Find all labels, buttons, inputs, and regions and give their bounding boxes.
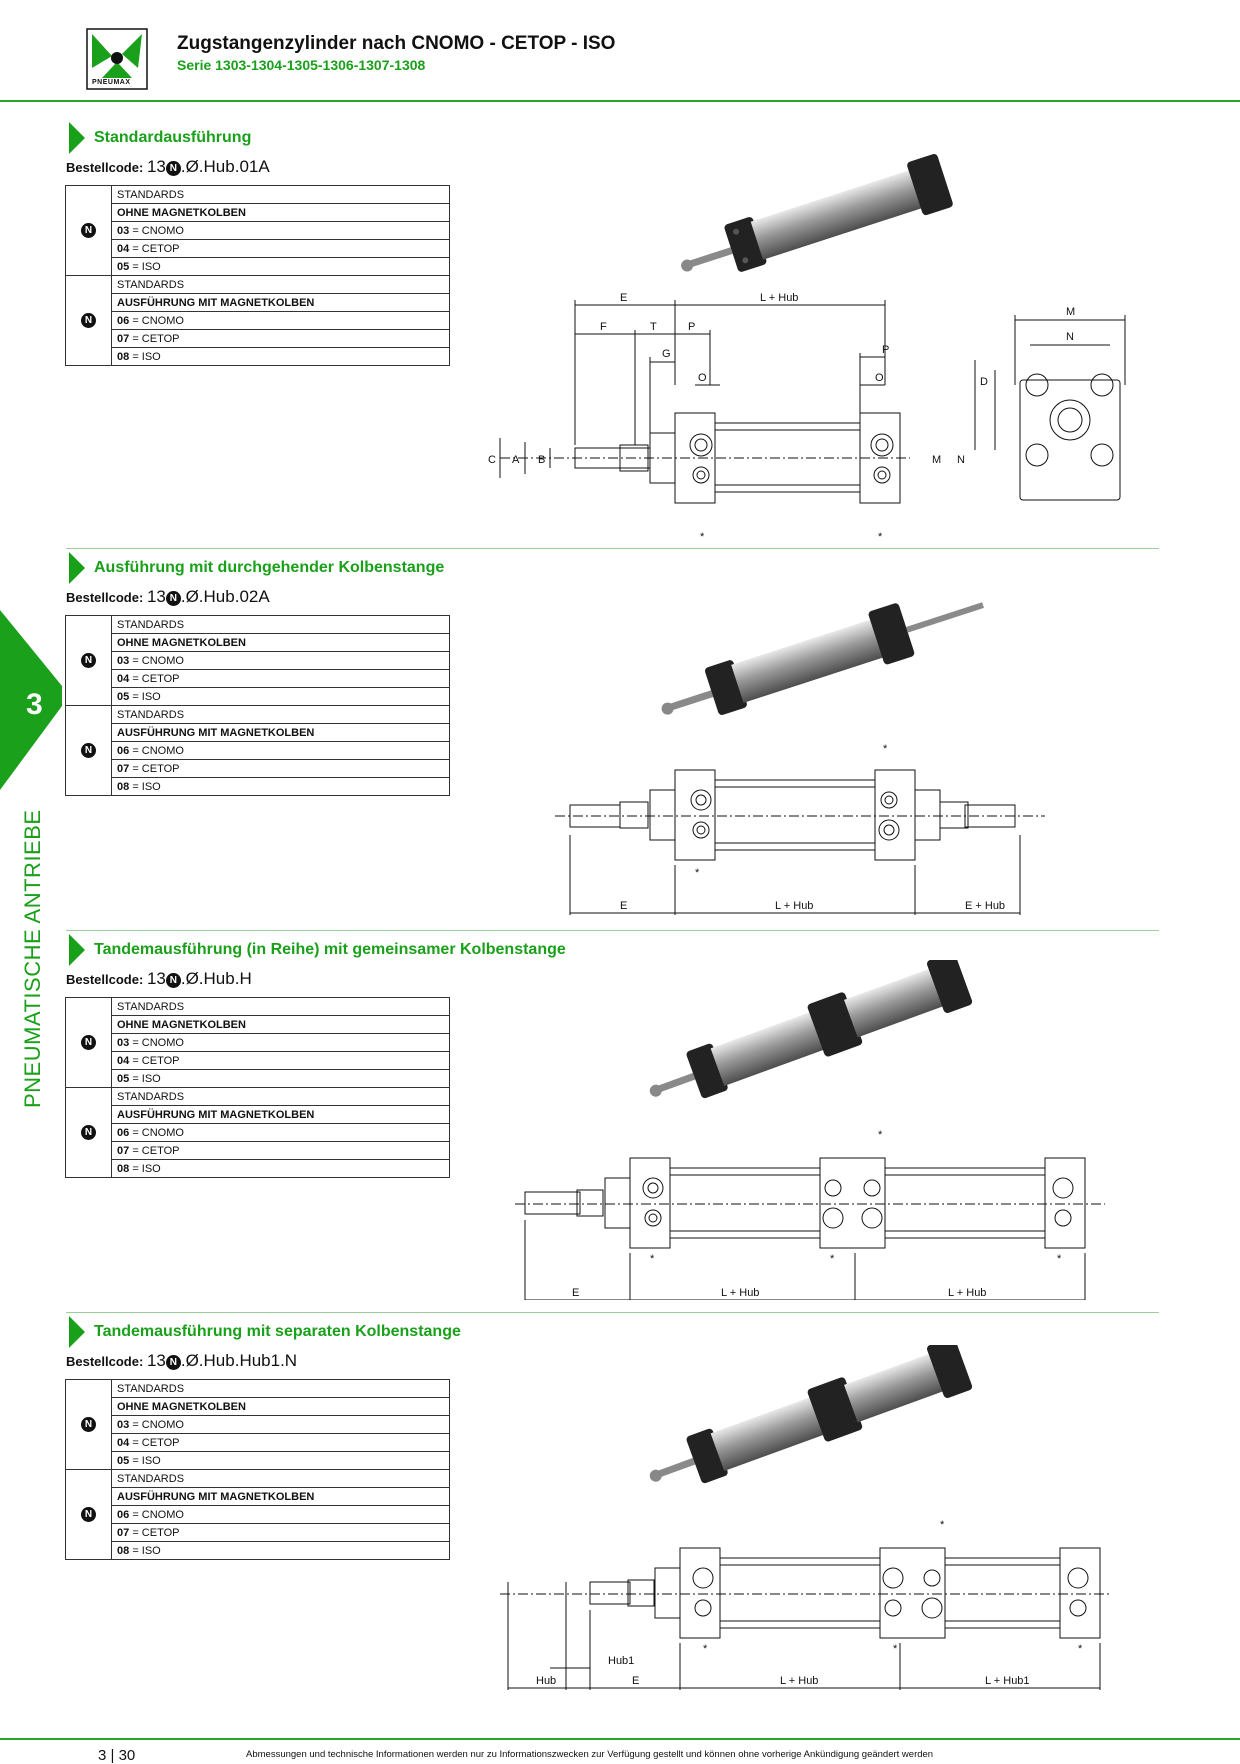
variant-badge: N [165, 973, 181, 988]
variant-badge: N [81, 1125, 96, 1140]
variant-badge: N [165, 161, 181, 176]
section-title-3: Tandemausführung (in Reihe) mit gemeinsa… [94, 941, 566, 958]
svg-text:*: * [695, 867, 700, 879]
section-title-1: Standardausführung [94, 129, 252, 146]
svg-text:B: B [538, 454, 545, 466]
page-subtitle: Serie 1303-1304-1305-1306-1307-1308 [177, 57, 426, 73]
cylinder-photo-4 [649, 1345, 973, 1484]
variant-badge: N [81, 1417, 96, 1432]
svg-text:P: P [882, 344, 889, 356]
svg-text:M: M [932, 454, 941, 466]
variant-badge: N [81, 1507, 96, 1522]
variant-badge: N [81, 1035, 96, 1050]
footer-disclaimer: Abmessungen und technische Informationen… [246, 1749, 934, 1760]
svg-text:E: E [572, 1287, 579, 1299]
section-title-2: Ausführung mit durchgehender Kolbenstang… [94, 559, 445, 576]
svg-text:L + Hub: L + Hub [780, 1675, 818, 1687]
svg-text:*: * [700, 531, 705, 543]
svg-text:*: * [1078, 1643, 1083, 1655]
cylinder-photo-1 [681, 153, 953, 272]
svg-text:C: C [488, 454, 496, 466]
variant-badge: N [81, 653, 96, 668]
dimension-drawing-4: Hub1 Hub E L + Hub L + Hub1 * * * * [500, 1519, 1110, 1690]
svg-text:E: E [620, 292, 627, 304]
cylinder-photo-3 [649, 960, 973, 1099]
dimension-drawing-3: E L + Hub L + Hub * * * * [515, 1129, 1105, 1300]
section-divider [66, 548, 1159, 549]
page-title: Zugstangenzylinder nach CNOMO - CETOP - … [177, 33, 616, 54]
svg-text:*: * [1057, 1253, 1062, 1265]
cylinder-photo-2 [661, 602, 984, 715]
svg-text:L + Hub: L + Hub [775, 900, 813, 912]
dimension-drawing-1: E L + Hub F T P G O P O C A B M N M N D … [488, 292, 1126, 543]
brand-logo-text: PNEUMAX [92, 79, 131, 86]
svg-text:*: * [878, 531, 883, 543]
svg-text:*: * [878, 1129, 883, 1141]
svg-text:*: * [703, 1643, 708, 1655]
svg-text:M: M [1066, 306, 1075, 318]
svg-text:P: P [688, 321, 695, 333]
svg-text:G: G [662, 348, 671, 360]
section-arrow-icon [69, 552, 85, 584]
svg-text:O: O [875, 372, 884, 384]
brand-logo: PNEUMAX [86, 28, 148, 90]
section-arrow-icon [69, 122, 85, 154]
variant-badge: N [165, 1355, 181, 1370]
svg-text:E: E [620, 900, 627, 912]
variant-badge: N [81, 743, 96, 758]
svg-text:*: * [830, 1253, 835, 1265]
chapter-number: 3 [26, 688, 43, 721]
footer-divider [0, 1738, 1240, 1740]
svg-text:O: O [698, 372, 707, 384]
svg-text:*: * [883, 743, 888, 755]
section-divider [66, 930, 1159, 931]
chapter-category: PNEUMATISCHE ANTRIEBE [20, 809, 45, 1108]
svg-text:*: * [940, 1519, 945, 1531]
section-divider [66, 1312, 1159, 1313]
svg-text:L + Hub: L + Hub [760, 292, 798, 304]
svg-text:E + Hub: E + Hub [965, 900, 1005, 912]
svg-text:L + Hub1: L + Hub1 [985, 1675, 1030, 1687]
svg-text:F: F [600, 321, 607, 333]
svg-text:L + Hub: L + Hub [948, 1287, 986, 1299]
svg-text:T: T [650, 321, 657, 333]
svg-text:L + Hub: L + Hub [721, 1287, 759, 1299]
svg-text:N: N [1066, 331, 1074, 343]
page-number: 3 | 30 [98, 1747, 136, 1764]
svg-text:E: E [632, 1675, 639, 1687]
section-arrow-icon [69, 934, 85, 966]
variant-badge: N [81, 313, 96, 328]
section-arrow-icon [69, 1316, 85, 1348]
header-divider [0, 100, 1240, 102]
variant-badge: N [81, 223, 96, 238]
svg-text:A: A [512, 454, 520, 466]
svg-text:Hub1: Hub1 [608, 1655, 634, 1667]
section-title-4: Tandemausführung mit separaten Kolbensta… [94, 1323, 461, 1340]
chapter-tab [0, 610, 62, 790]
svg-text:*: * [650, 1253, 655, 1265]
svg-text:Hub: Hub [536, 1675, 556, 1687]
dimension-drawing-2: E L + Hub E + Hub * * [555, 743, 1045, 915]
variant-badge: N [165, 591, 181, 606]
svg-text:*: * [893, 1643, 898, 1655]
svg-text:D: D [980, 376, 988, 388]
svg-text:N: N [957, 454, 965, 466]
